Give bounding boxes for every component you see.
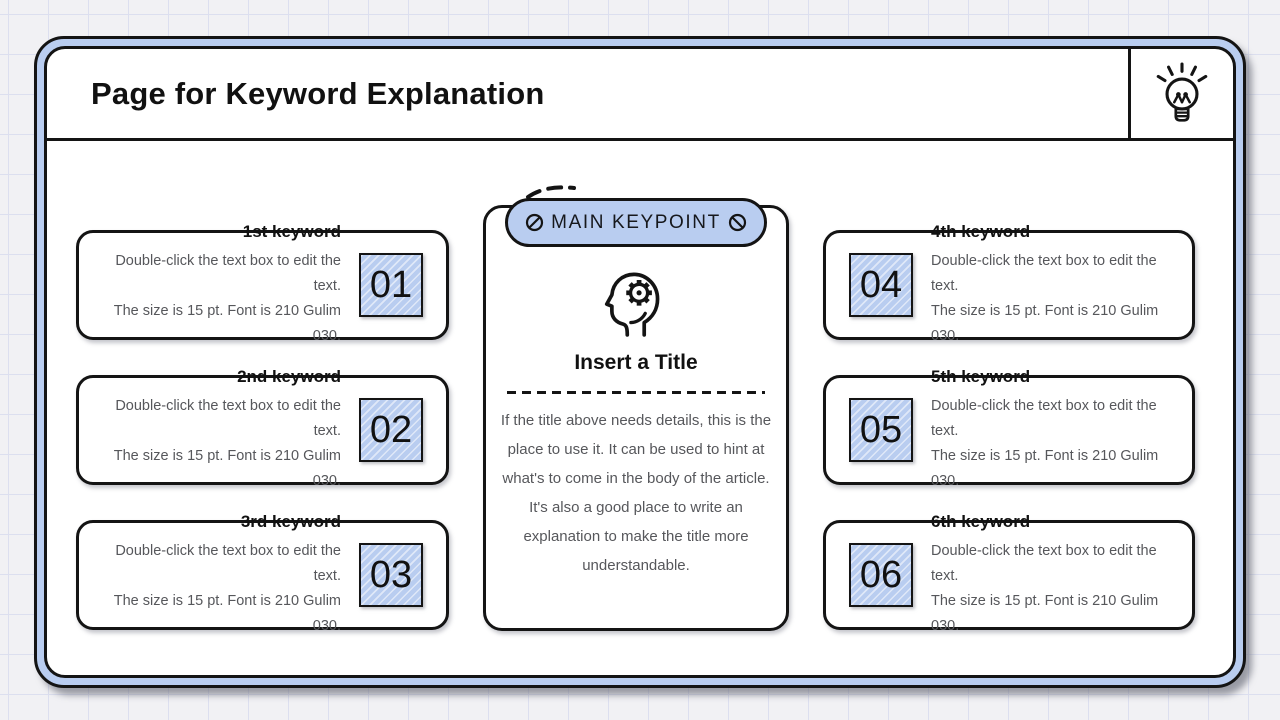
keyword-box-5[interactable]: 05 5th keyword Double-click the text box… <box>823 367 1195 489</box>
keyword-title: 6th keyword <box>931 511 1031 531</box>
keyword-text-block: 4th keyword Double-click the text box to… <box>931 222 1169 349</box>
lightbulb-box <box>1128 49 1233 138</box>
keyword-desc-line1: Double-click the text box to edit the te… <box>931 252 1157 294</box>
keyword-title: 2nd keyword <box>237 366 341 386</box>
keyword-text-block: 2nd keyword Double-click the text box to… <box>102 367 341 494</box>
keyword-title: 3rd keyword <box>240 511 341 531</box>
keyword-number-badge: 05 <box>849 398 913 462</box>
keyword-number-badge: 03 <box>359 543 423 607</box>
keyword-number-badge: 02 <box>359 398 423 462</box>
keypoint-body-text[interactable]: If the title above needs details, this i… <box>500 412 772 574</box>
keyword-box-3[interactable]: 3rd keyword Double-click the text box to… <box>76 512 449 634</box>
keyword-title: 4th keyword <box>931 221 1031 241</box>
keyword-desc-line1: Double-click the text box to edit the te… <box>931 397 1157 439</box>
keyword-number-badge: 04 <box>849 253 913 317</box>
keyword-box-2[interactable]: 2nd keyword Double-click the text box to… <box>76 367 449 489</box>
keyword-desc-line2: The size is 15 pt. Font is 210 Gulim 030… <box>113 302 341 344</box>
keyword-box-6[interactable]: 06 6th keyword Double-click the text box… <box>823 512 1195 634</box>
slashed-circle-icon <box>728 213 747 232</box>
keyword-desc-line2: The size is 15 pt. Font is 210 Gulim 030… <box>113 447 341 489</box>
keyword-text-block: 3rd keyword Double-click the text box to… <box>102 512 341 639</box>
main-keypoint-badge[interactable]: MAIN KEYPOINT <box>505 198 767 247</box>
keyword-box-4[interactable]: 04 4th keyword Double-click the text box… <box>823 222 1195 344</box>
keyword-desc-line2: The size is 15 pt. Font is 210 Gulim 030… <box>931 447 1159 489</box>
page-title[interactable]: Page for Keyword Explanation <box>91 75 545 111</box>
keyword-desc-line2: The size is 15 pt. Font is 210 Gulim 030… <box>931 302 1159 344</box>
main-keypoint-card[interactable]: Insert a Title If the title above needs … <box>483 205 789 631</box>
slide-card: Page for Keyword Explanation <box>44 46 1236 678</box>
main-keypoint-label: MAIN KEYPOINT <box>551 211 721 233</box>
keypoint-title[interactable]: Insert a Title <box>574 351 698 374</box>
keyword-desc-line1: Double-click the text box to edit the te… <box>115 542 341 584</box>
keyword-title: 5th keyword <box>931 366 1031 386</box>
keyword-desc-line2: The size is 15 pt. Font is 210 Gulim 030… <box>113 592 341 634</box>
keyword-desc-line1: Double-click the text box to edit the te… <box>115 252 341 294</box>
keyword-column-right: 04 4th keyword Double-click the text box… <box>823 222 1195 634</box>
dashed-divider <box>507 391 765 394</box>
keyword-text-block: 5th keyword Double-click the text box to… <box>931 367 1169 494</box>
keyword-number-badge: 06 <box>849 543 913 607</box>
slashed-circle-icon <box>525 213 544 232</box>
head-with-gear-icon <box>604 272 660 337</box>
lightbulb-icon <box>1156 62 1208 122</box>
keyword-column-left: 1st keyword Double-click the text box to… <box>76 222 449 634</box>
slide-frame: Page for Keyword Explanation <box>34 36 1246 688</box>
slide-header: Page for Keyword Explanation <box>47 49 1233 141</box>
keyword-text-block: 6th keyword Double-click the text box to… <box>931 512 1169 639</box>
keyword-title: 1st keyword <box>242 221 341 241</box>
keyword-desc-line1: Double-click the text box to edit the te… <box>931 542 1157 584</box>
pill-accent-dashes <box>526 185 576 199</box>
keyword-desc-line1: Double-click the text box to edit the te… <box>115 397 341 439</box>
keyword-text-block: 1st keyword Double-click the text box to… <box>102 222 341 349</box>
keyword-box-1[interactable]: 1st keyword Double-click the text box to… <box>76 222 449 344</box>
slide-body: 1st keyword Double-click the text box to… <box>47 141 1233 675</box>
keyword-number-badge: 01 <box>359 253 423 317</box>
keyword-desc-line2: The size is 15 pt. Font is 210 Gulim 030… <box>931 592 1159 634</box>
